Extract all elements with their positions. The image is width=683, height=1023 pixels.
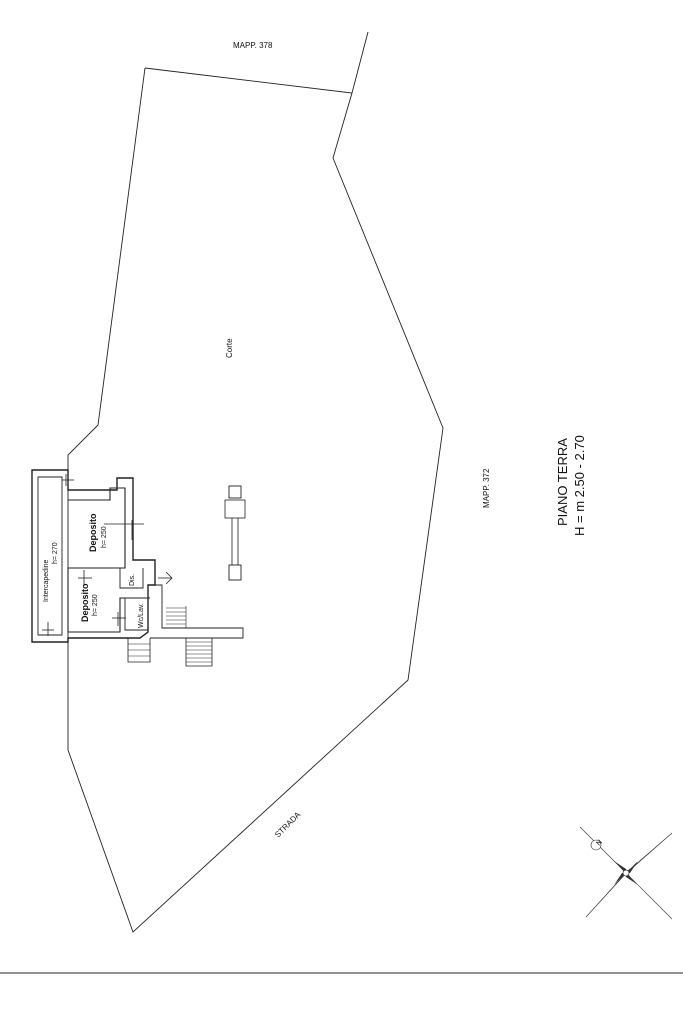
deposito-2-label: Deposito — [80, 583, 90, 622]
court-structure — [224, 485, 246, 581]
dis-label: Dis. — [129, 574, 136, 586]
strada-label: STRADA — [273, 810, 303, 840]
building — [31, 469, 244, 667]
intercapedine-height: h= 270 — [52, 542, 59, 564]
deposito-1-label: Deposito — [88, 513, 98, 552]
corte-label: Corte — [225, 338, 234, 358]
mapp-378-label: MAPP. 378 — [233, 41, 273, 50]
compass-rose-icon — [579, 826, 673, 920]
deposito-1-height: h= 250 — [101, 526, 108, 548]
stairs-terrace — [166, 606, 187, 628]
wc-label: Wc/Lav. — [138, 603, 145, 628]
mapp-372-label: MAPP. 372 — [482, 468, 491, 508]
stairs-left — [127, 638, 151, 663]
compass-north-label: N — [595, 839, 604, 848]
plan-title: PIANO TERRA — [555, 438, 570, 526]
plan-height: H = m 2.50 - 2.70 — [572, 435, 587, 536]
stairs-right — [185, 638, 213, 667]
deposito-2-height: h= 250 — [92, 594, 99, 616]
intercapedine-label: Intercapedine — [43, 559, 50, 602]
lot-boundary — [67, 31, 444, 933]
